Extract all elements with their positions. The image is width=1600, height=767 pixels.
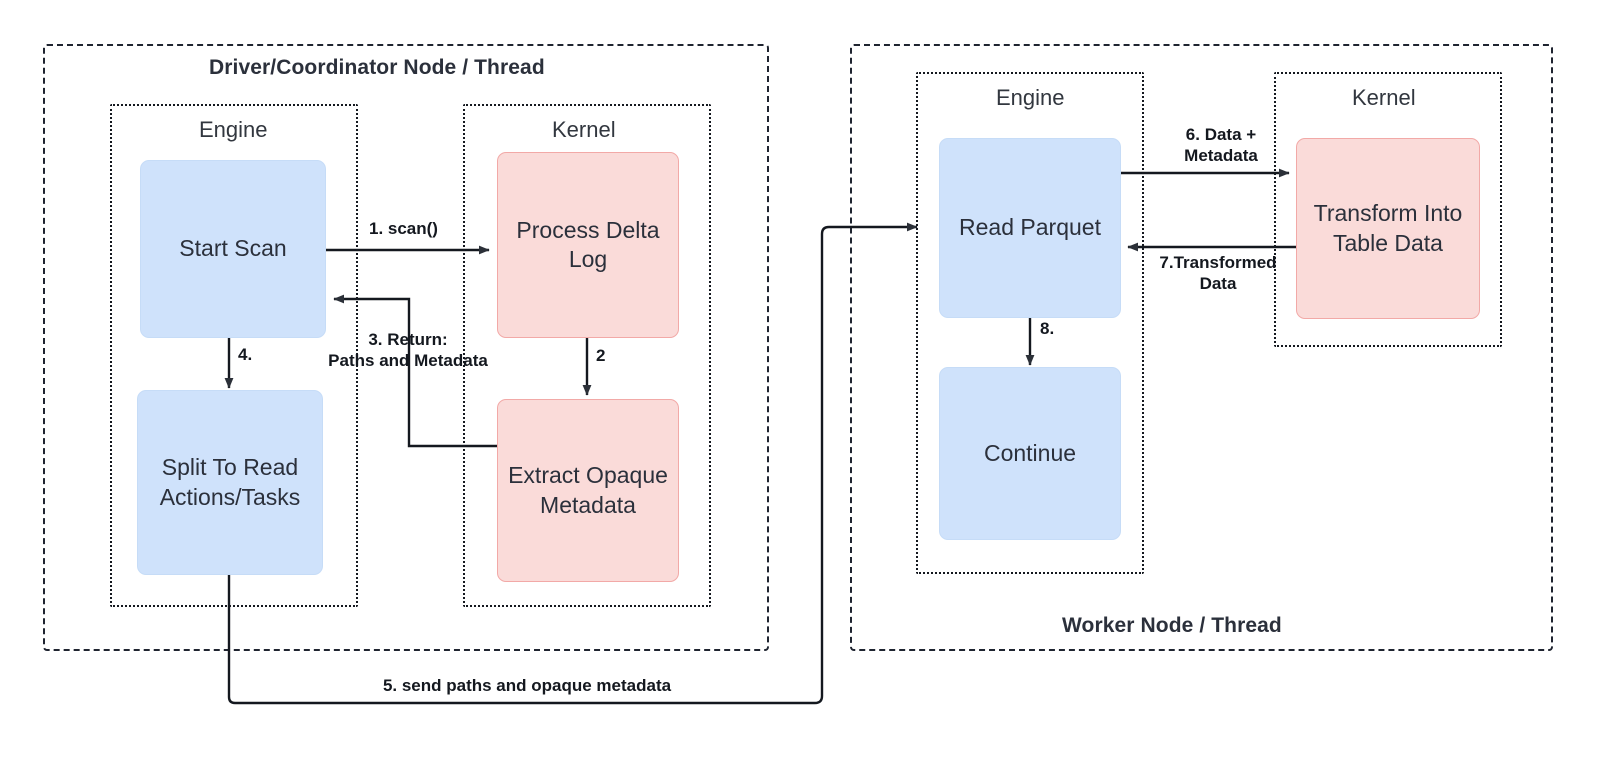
edge-label-3-return: 3. Return: Paths and Metadata bbox=[328, 330, 488, 371]
group-worker-node-title: Worker Node / Thread bbox=[1062, 614, 1282, 637]
node-transform-into-table-data[interactable]: Transform Into Table Data bbox=[1296, 138, 1480, 319]
group-driver-coordinator-title: Driver/Coordinator Node / Thread bbox=[209, 56, 545, 79]
node-extract-opaque-metadata[interactable]: Extract Opaque Metadata bbox=[497, 399, 679, 582]
node-read-parquet[interactable]: Read Parquet bbox=[939, 138, 1121, 318]
group-worker-engine bbox=[916, 72, 1144, 574]
group-worker-kernel bbox=[1274, 72, 1502, 347]
edge-label-4: 4. bbox=[238, 345, 253, 364]
node-split-to-read-actions-tasks[interactable]: Split To Read Actions/Tasks bbox=[137, 390, 323, 575]
edge-label-1-scan: 1. scan() bbox=[369, 219, 438, 238]
group-worker-engine-title: Engine bbox=[996, 85, 1065, 110]
group-driver-engine-title: Engine bbox=[199, 117, 268, 142]
node-process-delta-log[interactable]: Process Delta Log bbox=[497, 152, 679, 338]
edge-label-8: 8. bbox=[1040, 319, 1055, 338]
edge-label-6-data-metadata: 6. Data + Metadata bbox=[1184, 125, 1258, 166]
edge-label-7-transformed-data: 7.Transformed Data bbox=[1159, 253, 1277, 294]
edge-label-2: 2 bbox=[596, 346, 606, 365]
node-continue[interactable]: Continue bbox=[939, 367, 1121, 540]
edge-label-5-send-paths: 5. send paths and opaque metadata bbox=[382, 676, 672, 695]
group-driver-kernel-title: Kernel bbox=[552, 117, 616, 142]
node-start-scan[interactable]: Start Scan bbox=[140, 160, 326, 338]
group-worker-kernel-title: Kernel bbox=[1352, 85, 1416, 110]
